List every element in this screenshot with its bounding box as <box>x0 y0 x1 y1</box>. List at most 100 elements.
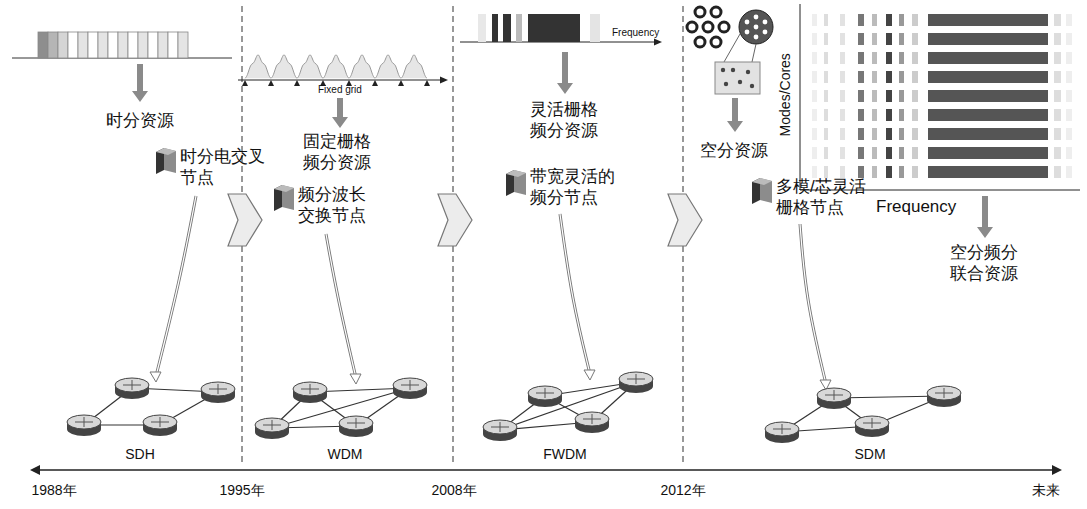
spectrum-block <box>812 90 817 102</box>
spectrum-block <box>912 71 918 83</box>
time-slot <box>98 32 108 58</box>
spectrum-block <box>812 147 817 159</box>
time-slot <box>138 32 148 58</box>
time-slot <box>168 32 178 58</box>
fiber-core <box>763 20 768 25</box>
spectrum-block <box>872 14 877 26</box>
zoom-line <box>752 44 756 62</box>
network-link <box>500 382 636 430</box>
resource-label: 空分资源 <box>700 140 768 161</box>
router-arrows <box>583 414 601 424</box>
spectrum-block <box>886 33 892 45</box>
spectrum-block <box>812 109 817 121</box>
spectrum-block <box>840 90 845 102</box>
spectrum-block <box>912 128 918 140</box>
router-icon <box>619 372 653 386</box>
fiber-core <box>763 30 768 35</box>
spectrum-block <box>858 166 864 178</box>
spectrum-block <box>840 147 845 159</box>
timeline-head <box>30 465 40 475</box>
spectrum-block <box>899 128 904 140</box>
channel-spectrum <box>271 55 297 79</box>
spectrum-block <box>886 128 892 140</box>
node-icon <box>156 148 176 155</box>
grid-tick <box>242 80 248 86</box>
time-slot <box>178 32 188 58</box>
multicore-fiber <box>739 10 773 44</box>
node-icon <box>752 178 772 185</box>
spectrum-block <box>886 71 892 83</box>
router-arrows <box>491 422 509 432</box>
router-icon <box>339 416 373 430</box>
era-name: FWDM <box>543 446 587 464</box>
spectrum-block <box>899 90 904 102</box>
leader-line <box>800 224 826 384</box>
spectrum-block <box>858 52 864 64</box>
axis-label: Modes/Cores <box>777 53 795 136</box>
flex-channel <box>492 14 498 42</box>
spectrum-block <box>840 71 845 83</box>
module-port <box>738 80 742 84</box>
spectrum-block <box>872 147 877 159</box>
spectrum-block <box>1066 166 1072 178</box>
leader-head <box>350 374 361 384</box>
grid-tick <box>268 80 274 86</box>
leader-line-inner <box>560 214 590 374</box>
era-arrow <box>228 194 262 246</box>
frequency-axis <box>238 80 442 81</box>
spectrum-block <box>812 52 817 64</box>
module-port <box>721 68 725 72</box>
spectrum-block <box>824 128 828 140</box>
spectrum-block <box>912 33 918 45</box>
fiber-core <box>745 30 750 35</box>
fiber-core <box>745 20 750 25</box>
spectrum-block <box>886 166 892 178</box>
flex-channel <box>590 14 600 42</box>
resource-label: 时分资源 <box>106 110 174 131</box>
router-icon <box>855 416 889 430</box>
time-slot <box>148 32 158 58</box>
spectrum-block <box>1054 71 1061 83</box>
mode-ring <box>695 37 705 47</box>
spectrum-block <box>858 14 864 26</box>
spectrum-block <box>928 52 1048 64</box>
spectrum-block <box>1066 90 1072 102</box>
spectrum-block <box>840 128 845 140</box>
down-arrow <box>727 98 743 132</box>
frequency-axis-head <box>654 39 662 46</box>
era-name: WDM <box>328 446 363 464</box>
leader-line-inner <box>800 224 826 384</box>
router-icon <box>817 388 851 402</box>
spectrum-block <box>886 52 892 64</box>
spectrum-block <box>912 14 918 26</box>
spectrum-block <box>1054 166 1061 178</box>
year-label: 1988年 <box>31 482 76 500</box>
spectrum-block <box>840 52 845 64</box>
leader-head <box>584 370 595 380</box>
router-arrows <box>863 418 881 428</box>
time-slot <box>158 32 168 58</box>
spectrum-block <box>899 147 904 159</box>
mode-ring <box>711 7 721 17</box>
grid-tick <box>424 80 430 86</box>
spectrum-block <box>872 109 877 121</box>
spectrum-block <box>858 109 864 121</box>
grid-tick <box>294 80 300 86</box>
router-icon <box>575 412 609 426</box>
frequency-axis-head <box>440 77 448 84</box>
axis-label: Frequency <box>876 196 956 217</box>
leader-line <box>326 234 356 378</box>
era-name: SDH <box>125 446 155 464</box>
leader-line-inner <box>326 234 356 378</box>
spectrum-block <box>1054 33 1061 45</box>
spectrum-block <box>872 166 877 178</box>
spectrum-block <box>824 147 828 159</box>
spectrum-block <box>824 52 828 64</box>
spectrum-block <box>812 71 817 83</box>
spectrum-block <box>928 128 1048 140</box>
era-arrow <box>438 194 472 246</box>
spectrum-block <box>928 166 1048 178</box>
spectrum-block <box>899 71 904 83</box>
